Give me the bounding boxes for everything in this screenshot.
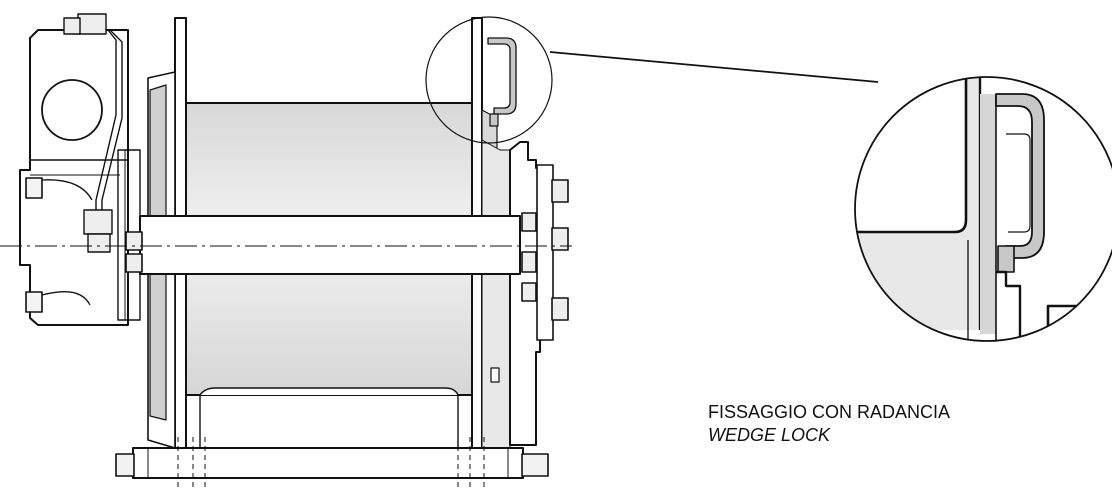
hydraulic-pipe [63, 13, 123, 253]
inspection-port [41, 79, 103, 141]
bolt-mid [551, 227, 569, 251]
pipe-fitting-top [77, 13, 107, 35]
caption-english: WEDGE LOCK [708, 425, 831, 445]
bolt-bottom [551, 297, 569, 321]
shaft [139, 215, 521, 275]
caption: FISSAGGIO CON RADANCIA WEDGE LOCK [708, 401, 950, 447]
detail-circle [854, 76, 1112, 342]
detail-leader [549, 51, 879, 83]
bolt-top [551, 179, 569, 203]
wedge-lock-small [487, 37, 517, 383]
bearing-support [509, 141, 569, 446]
detail-marker-circle [425, 16, 553, 144]
base-plate [115, 447, 549, 479]
detail-view [854, 76, 1112, 342]
pipe-fitting-bottom [83, 209, 113, 235]
caption-italian: FISSAGGIO CON RADANCIA [708, 402, 951, 422]
